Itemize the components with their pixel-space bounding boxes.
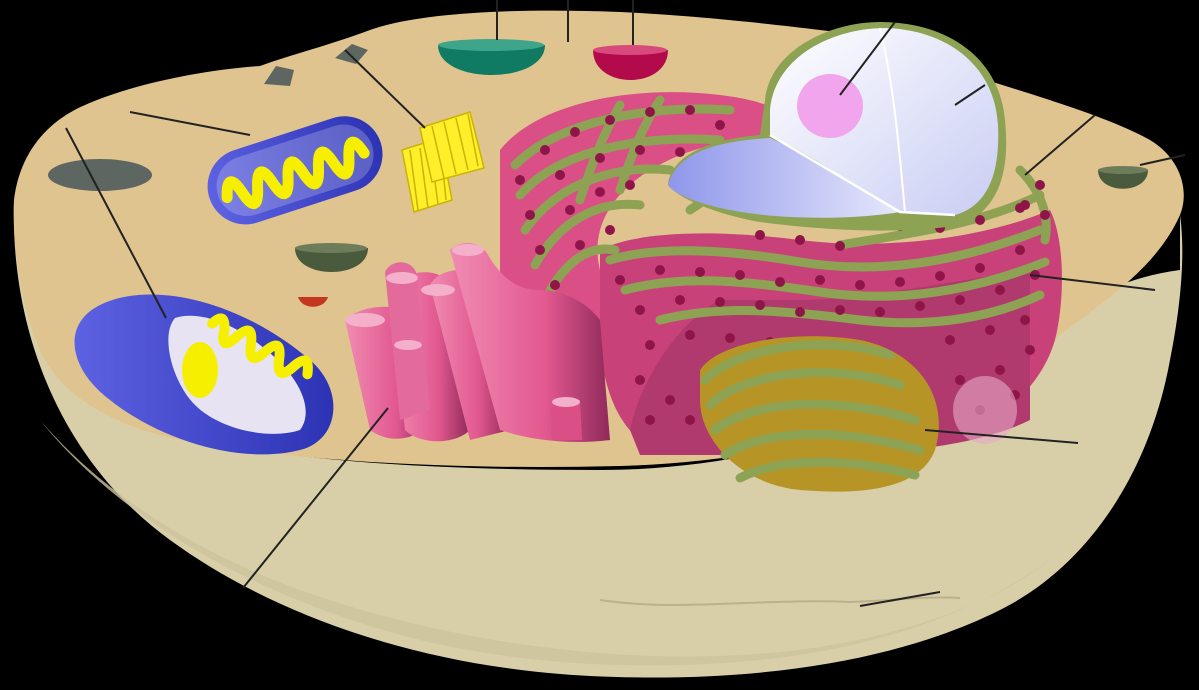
ribosome-dot [895,277,905,287]
ribosome-dot [955,375,965,385]
ribosome-dot [655,265,665,275]
ribosome-dot [525,210,535,220]
ribosome-dot [515,175,525,185]
ribosome-dot [675,147,685,157]
ribosome-dot [985,325,995,335]
vesicle-olive-middle-rim [295,243,367,253]
ribosome-dot [815,275,825,285]
ribosome-dot [735,270,745,280]
ribosome-dot [540,145,550,155]
ribosome-dot [945,335,955,345]
ribosome-dot [645,415,655,425]
ribosome-dot [535,245,545,255]
ribosome-dot [695,267,705,277]
ribosome-dot [625,180,635,190]
ribosome-dot [715,120,725,130]
ribosome-dot [725,333,735,343]
ribosome-dot [645,340,655,350]
ribosome-dot [1020,315,1030,325]
ribosome-dot [565,205,575,215]
ribosome-dot [795,235,805,245]
ribosome-dot [675,295,685,305]
ribosome-dot [570,127,580,137]
ribosome-dot [635,305,645,315]
ribosome-dot [550,280,560,290]
ribosome-dot [875,307,885,317]
vesicle-olive-right-rim [1098,166,1148,174]
ribosome-dot [835,305,845,315]
ribosome-dot [975,215,985,225]
ribosome-dot [855,280,865,290]
ribosome-dot [975,263,985,273]
ribosome-dot [685,415,695,425]
ribosome-dot [635,145,645,155]
ribosome-dot [1025,345,1035,355]
ribosome-dot [795,307,805,317]
ribosome-dot [1015,245,1025,255]
ribosome-dot [715,297,725,307]
ribosome-dot [605,115,615,125]
ribosome-dot [595,153,605,163]
ribosome-dot [915,301,925,311]
ribosome-dot [835,241,845,251]
ribosome-dot [935,271,945,281]
ribosome-dot [645,107,655,117]
ribosome-dot [635,375,645,385]
ribosome-dot [685,105,695,115]
ribosome-dot [995,285,1005,295]
ribosome-dot [575,240,585,250]
ribosome-dot [955,295,965,305]
nucleolus [797,74,863,138]
ribosome-dot [605,225,615,235]
ribosome-dot [755,300,765,310]
peroxisome-left [48,159,152,191]
ribosome-dot [595,187,605,197]
ribosome-dot [1020,200,1030,210]
ribosome-dot [1035,180,1045,190]
ribosome-dot [685,330,695,340]
ribosome-dot [775,277,785,287]
vesicle-red-top-rim [593,45,667,55]
ribosome-dot [995,365,1005,375]
ribosome-dot [615,275,625,285]
ribosome-dot [665,395,675,405]
ribosome-dot [755,230,765,240]
vesicle-green-top-rim [438,39,544,51]
ribosome-dot [1040,210,1050,220]
ribosome-dot [555,170,565,180]
